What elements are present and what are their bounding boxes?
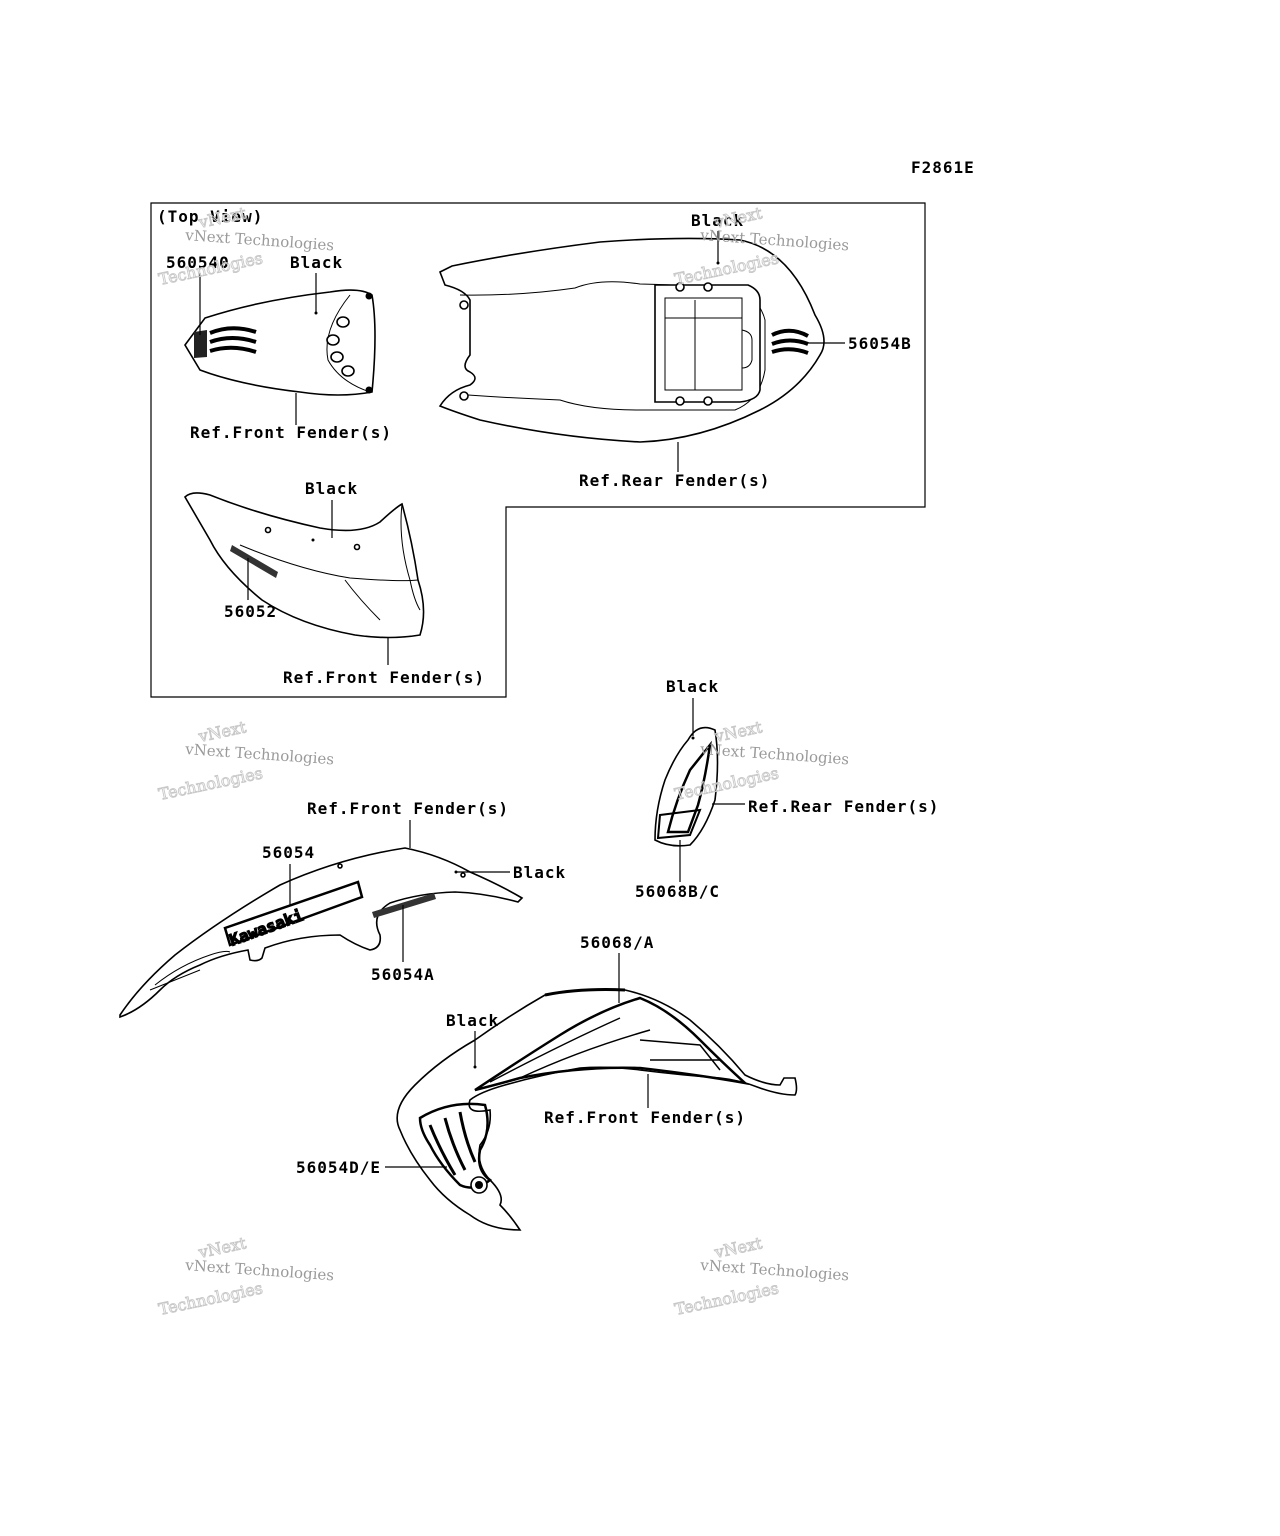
label-ref-front-fender-shroud: Ref.Front Fender(s) (544, 1108, 746, 1127)
label-ref-front-fender-mid: Ref.Front Fender(s) (307, 799, 509, 818)
watermark-6: vNext vNext Technologies Technologies (672, 1233, 849, 1320)
label-black-top-front: Black (290, 253, 343, 272)
label-56068A: 56068/A (580, 933, 654, 952)
label-black-mid: Black (513, 863, 566, 882)
label-56054B: 56054B (848, 334, 912, 353)
front-fender-top-view (184, 289, 376, 396)
svg-text:Technologies: Technologies (673, 1278, 781, 1319)
svg-text:Technologies: Technologies (157, 1278, 265, 1319)
label-56054A: 56054A (371, 965, 435, 984)
label-ref-rear-fender-top: Ref.Rear Fender(s) (579, 471, 770, 490)
label-black-shroud: Black (446, 1011, 499, 1030)
top-view-frame (150, 202, 926, 698)
label-black-rear-side: Black (666, 677, 719, 696)
label-56054DE: 56054D/E (296, 1158, 381, 1177)
label-ref-front-fender-side: Ref.Front Fender(s) (283, 668, 485, 687)
rear-fender-side-view (654, 726, 719, 847)
watermark-5: vNext vNext Technologies Technologies (156, 1233, 334, 1320)
label-ref-rear-fender-side: Ref.Rear Fender(s) (748, 797, 939, 816)
front-fender-side-view (183, 492, 425, 639)
radiator-shroud (396, 988, 798, 1231)
figure-code: F2861E (911, 158, 975, 177)
label-56054: 56054 (262, 843, 315, 862)
label-ref-front-fender-top: Ref.Front Fender(s) (190, 423, 392, 442)
label-black-rear-top: Black (691, 211, 744, 230)
label-black-side-front: Black (305, 479, 358, 498)
watermark-3: vNext vNext Technologies Technologies (156, 717, 334, 805)
rear-fender-top-view (438, 237, 825, 443)
label-560540: 560540 (166, 253, 230, 272)
label-56068BC: 56068B/C (635, 882, 720, 901)
label-56052: 56052 (224, 602, 277, 621)
top-view-label: (Top View) (157, 207, 263, 226)
front-fender-kawasaki: Kawasaki (119, 847, 524, 1019)
svg-text:Technologies: Technologies (157, 763, 265, 804)
